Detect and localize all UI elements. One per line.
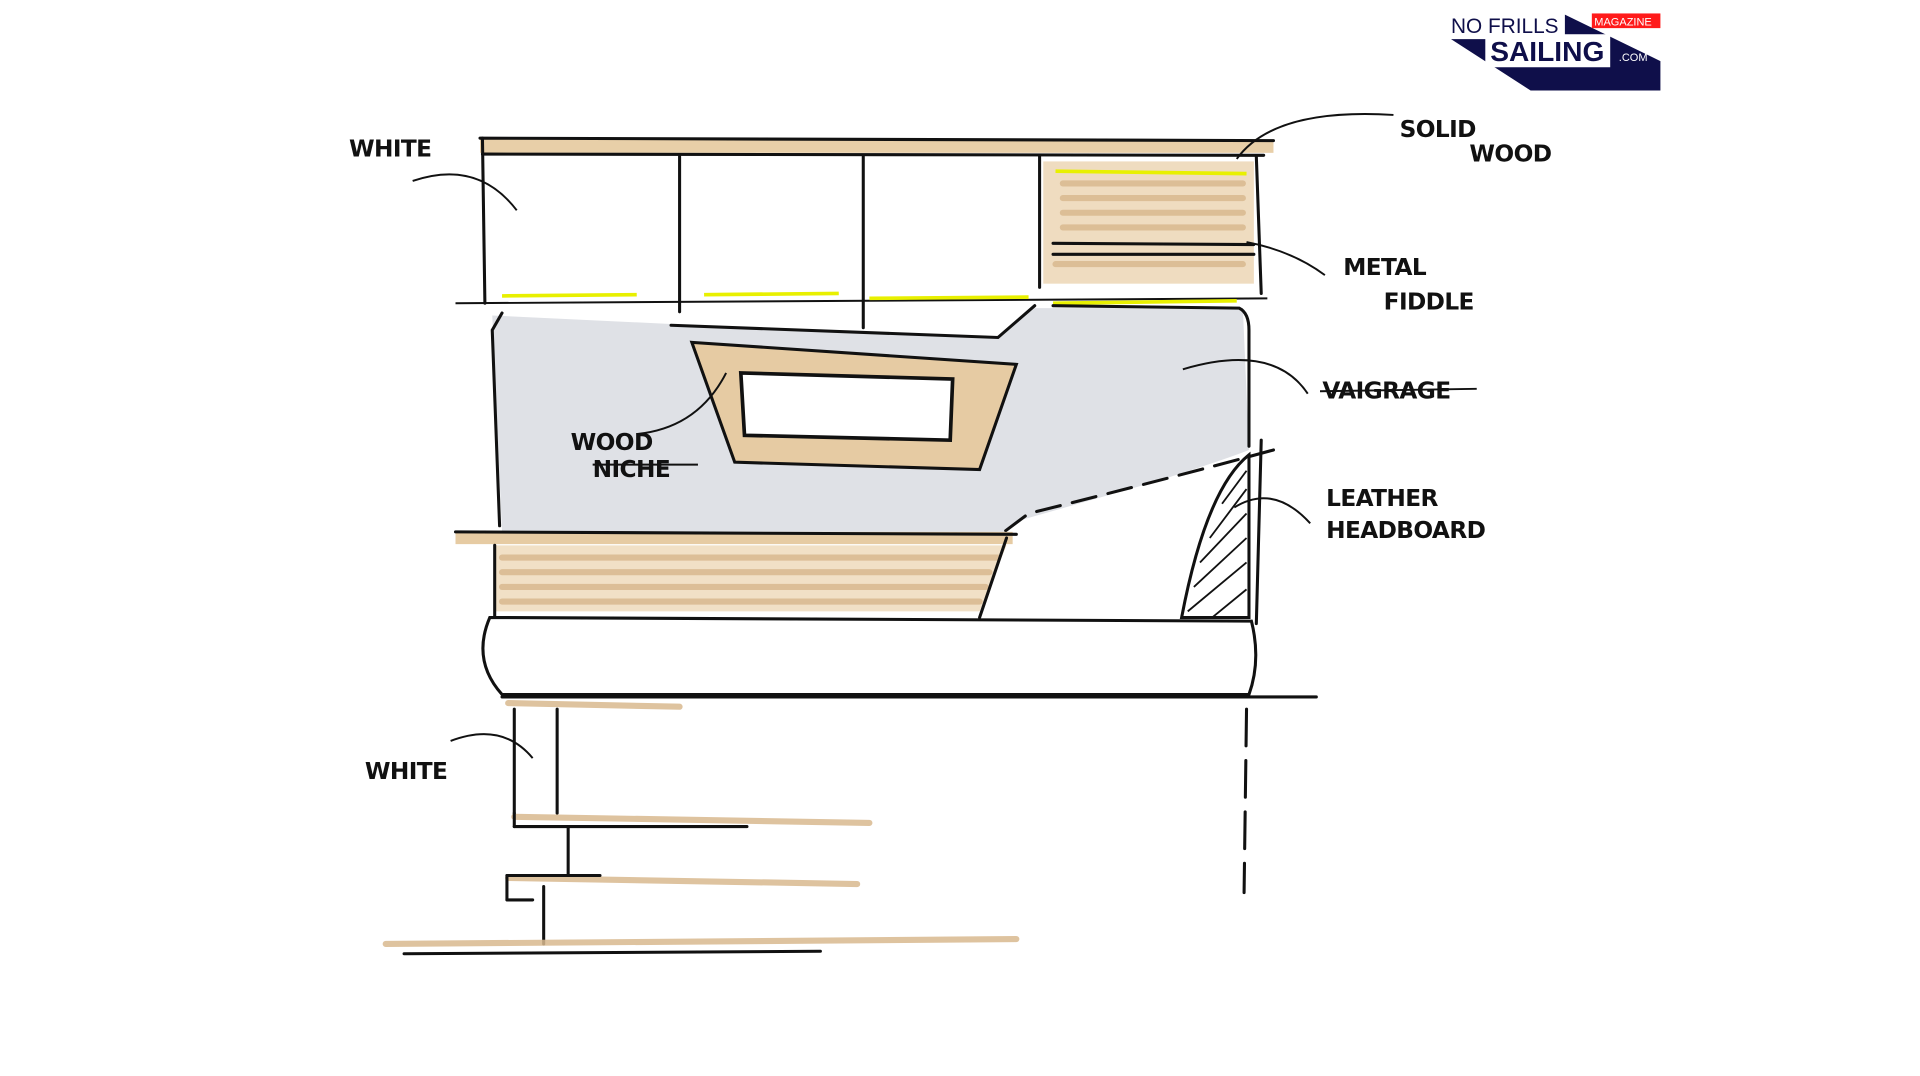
- berth-backrest: [493, 536, 1009, 620]
- label-solid-wood: SOLID: [1400, 116, 1477, 143]
- solid-wood-locker: [1043, 161, 1256, 284]
- label-solid-wood-2: WOOD: [1469, 140, 1551, 167]
- steps: [382, 707, 1020, 956]
- label-white-bottom: WHITE: [365, 758, 447, 785]
- logo-badge-text: MAGAZINE: [1594, 17, 1651, 29]
- label-leather-headboard-2: HEADBOARD: [1326, 517, 1486, 544]
- leather-headboard: [1179, 451, 1251, 620]
- logo-suffix: .COM: [1619, 52, 1648, 64]
- mattress: [481, 615, 1258, 697]
- label-vaigrage: VAIGRAGE: [1322, 378, 1450, 405]
- logo-badge: [1591, 13, 1661, 29]
- label-leather-headboard: LEATHER: [1326, 485, 1438, 512]
- logo-line1: NO FRILLS: [1451, 15, 1559, 38]
- wood-niche: [689, 340, 1019, 472]
- logo-line2: SAILING: [1490, 36, 1604, 67]
- top-shelf: [480, 139, 1274, 153]
- label-white-top: WHITE: [349, 136, 431, 163]
- label-wood-niche-2: NICHE: [593, 456, 670, 483]
- label-wood-niche: WOOD: [571, 429, 653, 456]
- logo: NO FRILLS SAILING MAGAZINE .COM: [1451, 13, 1661, 91]
- label-metal-fiddle: METAL: [1343, 254, 1427, 281]
- label-metal-fiddle-2: FIDDLE: [1384, 288, 1474, 315]
